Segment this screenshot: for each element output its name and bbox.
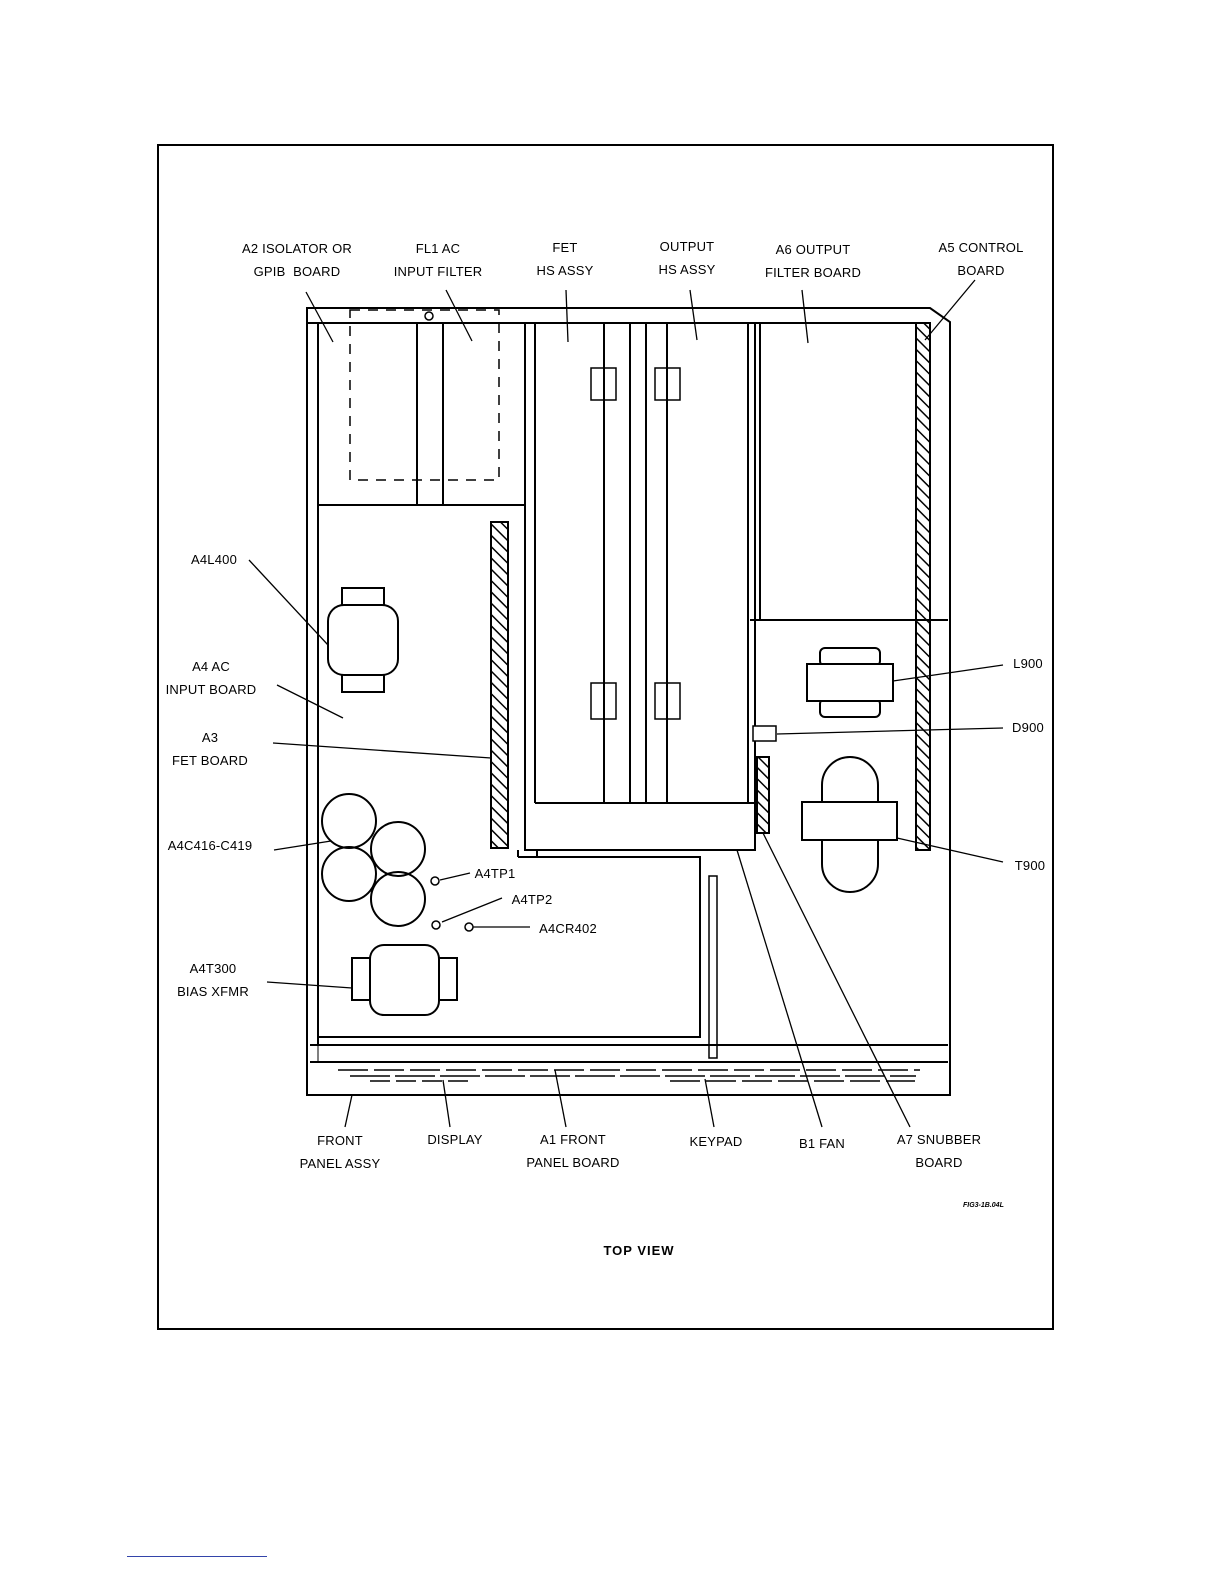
label-a4cr402: A4CR402 <box>539 921 597 936</box>
a3-fet-board <box>490 521 509 849</box>
label-front-panel-assy: FRONT PANEL ASSY <box>299 1133 381 1171</box>
label-keypad: KEYPAD <box>689 1134 743 1149</box>
chassis-outline <box>306 307 951 1096</box>
a5-control-board <box>915 322 931 851</box>
label-l900: L900 <box>1013 656 1043 671</box>
label-a4-ac-input-board: A4 AC INPUT BOARD <box>165 659 257 697</box>
footer-rule <box>127 1556 267 1557</box>
label-a6-output-filter-board: A6 OUTPUT FILTER BOARD <box>764 242 862 280</box>
figure-frame <box>157 144 1054 1330</box>
a7-snubber-board <box>756 756 770 834</box>
label-a4l400: A4L400 <box>190 552 238 567</box>
label-d900: D900 <box>1012 720 1044 735</box>
a4tp1-point <box>430 876 440 886</box>
capacitor-c416 <box>321 793 377 849</box>
d900-diode <box>752 725 777 742</box>
capacitor-c419 <box>370 871 426 927</box>
label-a4t300-bias-xfmr: A4T300 BIAS XFMR <box>177 961 249 999</box>
label-a5-control-board: A5 CONTROL BOARD <box>938 240 1024 278</box>
label-output-hs-assy: OUTPUT HS ASSY <box>658 239 716 277</box>
figure-code: FIG3-1B.04L <box>963 1202 1004 1209</box>
label-a4c416-c419: A4C416-C419 <box>167 838 253 853</box>
label-fet-hs-assy: FET HS ASSY <box>536 240 594 278</box>
label-a1-front-panel-board: A1 FRONT PANEL BOARD <box>526 1132 620 1170</box>
dashed-filter-outline <box>349 309 500 481</box>
label-a2-isolator-gpib-board: A2 ISOLATOR OR GPIB BOARD <box>242 241 352 279</box>
label-a7-snubber-board: A7 SNUBBER BOARD <box>896 1132 982 1170</box>
label-display: DISPLAY <box>427 1132 483 1147</box>
display-dashes <box>338 1069 920 1082</box>
capacitor-c418 <box>321 846 377 902</box>
label-t900: T900 <box>1014 858 1046 873</box>
label-b1-fan: B1 FAN <box>799 1136 845 1151</box>
label-fl1-ac-input-filter: FL1 AC INPUT FILTER <box>393 241 483 279</box>
label-a3-fet-board: A3 FET BOARD <box>172 730 248 768</box>
label-a4tp1: A4TP1 <box>474 866 516 881</box>
label-a4tp2: A4TP2 <box>511 892 553 907</box>
capacitor-c417 <box>370 821 426 877</box>
a4tp2-point <box>431 920 441 930</box>
figure-title: TOP VIEW <box>603 1243 675 1258</box>
a4cr402-point <box>464 922 474 932</box>
